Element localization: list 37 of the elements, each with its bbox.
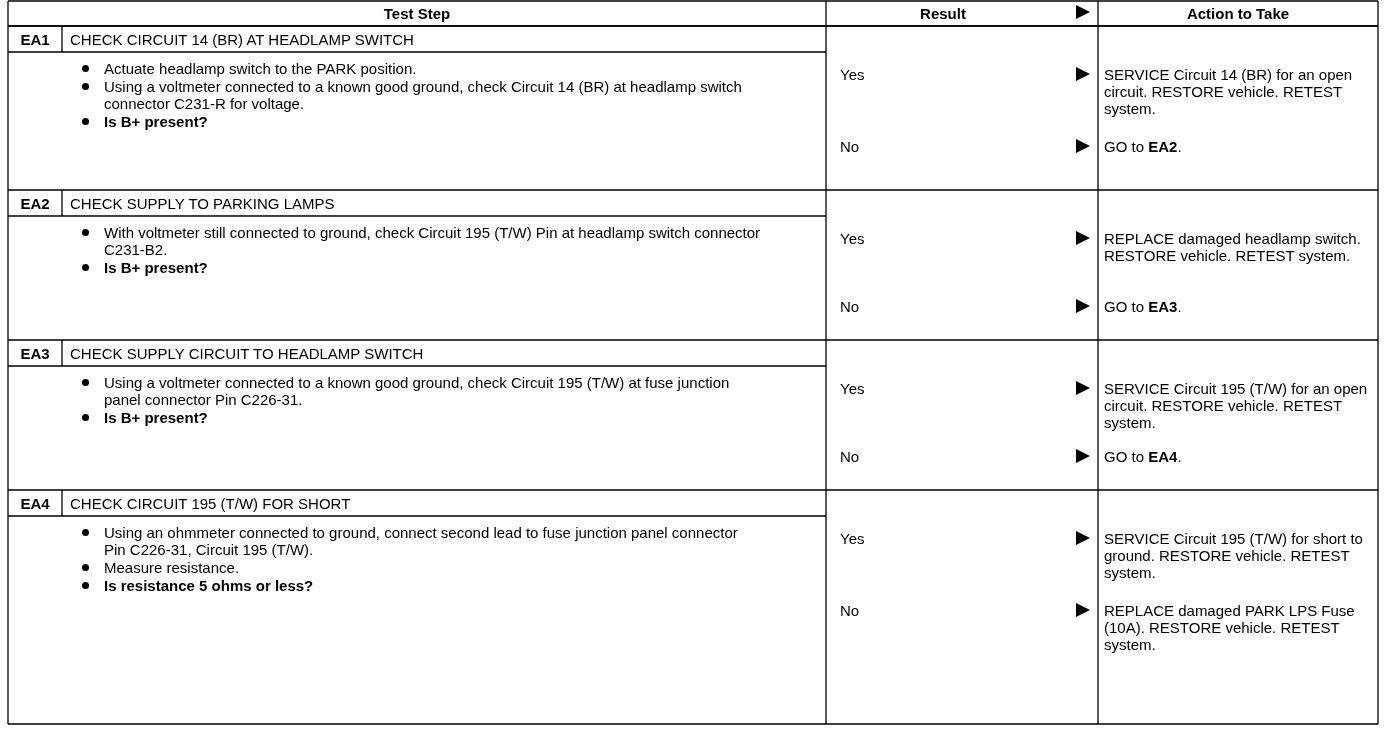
step-id: EA3 xyxy=(19,345,51,362)
action-text: SERVICE Circuit 195 (T/W) for short to ground. RESTORE vehicle. RETEST system. xyxy=(1104,530,1364,581)
step-title: CHECK SUPPLY TO PARKING LAMPS xyxy=(70,195,336,212)
action-text: GO to EA2. xyxy=(1104,138,1183,155)
step-id: EA1 xyxy=(19,31,51,48)
column-header: Result xyxy=(919,5,967,22)
result-answer: Yes xyxy=(840,530,866,547)
step-title: CHECK CIRCUIT 195 (T/W) FOR SHORT xyxy=(70,495,352,512)
step-instruction: Is B+ present? xyxy=(70,259,762,276)
action-text: REPLACE damaged headlamp switch. RESTORE vehicle. RETEST system. xyxy=(1104,230,1362,264)
step-instruction: Is B+ present? xyxy=(70,113,762,130)
step-instruction: With voltmeter still connected to ground, check Circuit 195 (T/W) Pin at headlamp switch connector C231-B2. xyxy=(70,224,762,258)
column-header: Test Step xyxy=(382,5,452,22)
result-answer: No xyxy=(840,298,861,315)
step-id: EA4 xyxy=(19,495,51,512)
action-text: REPLACE damaged PARK LPS Fuse (10A). RESTORE vehicle. RETEST system. xyxy=(1104,602,1356,653)
step-instruction: Measure resistance. xyxy=(70,559,762,576)
action-text: SERVICE Circuit 195 (T/W) for an open circuit. RESTORE vehicle. RETEST system. xyxy=(1104,380,1369,431)
step-title: CHECK CIRCUIT 14 (BR) AT HEADLAMP SWITCH xyxy=(70,31,415,48)
result-answer: Yes xyxy=(840,66,866,83)
action-text: SERVICE Circuit 14 (BR) for an open circuit. RESTORE vehicle. RETEST system. xyxy=(1104,66,1354,117)
step-instruction: Is B+ present? xyxy=(70,409,762,426)
step-instruction: Is resistance 5 ohms or less? xyxy=(70,577,762,594)
step-title: CHECK SUPPLY CIRCUIT TO HEADLAMP SWITCH xyxy=(70,345,425,362)
step-instruction: Using a voltmeter connected to a known good ground, check Circuit 14 (BR) at headlamp switch connector C231-R for voltage. xyxy=(70,78,762,112)
result-answer: No xyxy=(840,602,861,619)
result-answer: No xyxy=(840,448,861,465)
column-header: Action to Take xyxy=(1185,5,1291,22)
step-instruction: Using an ohmmeter connected to ground, connect second lead to fuse junction panel connector Pin C226-31, Circuit 195 (T/W). xyxy=(70,524,762,558)
action-text: GO to EA4. xyxy=(1104,448,1183,465)
result-answer: No xyxy=(840,138,861,155)
step-instruction: Actuate headlamp switch to the PARK position. xyxy=(70,60,762,77)
action-text: GO to EA3. xyxy=(1104,298,1183,315)
result-answer: Yes xyxy=(840,230,866,247)
step-instruction: Using a voltmeter connected to a known good ground, check Circuit 195 (T/W) at fuse junction panel connector Pin C226-31. xyxy=(70,374,762,408)
result-answer: Yes xyxy=(840,380,866,397)
step-id: EA2 xyxy=(19,195,51,212)
